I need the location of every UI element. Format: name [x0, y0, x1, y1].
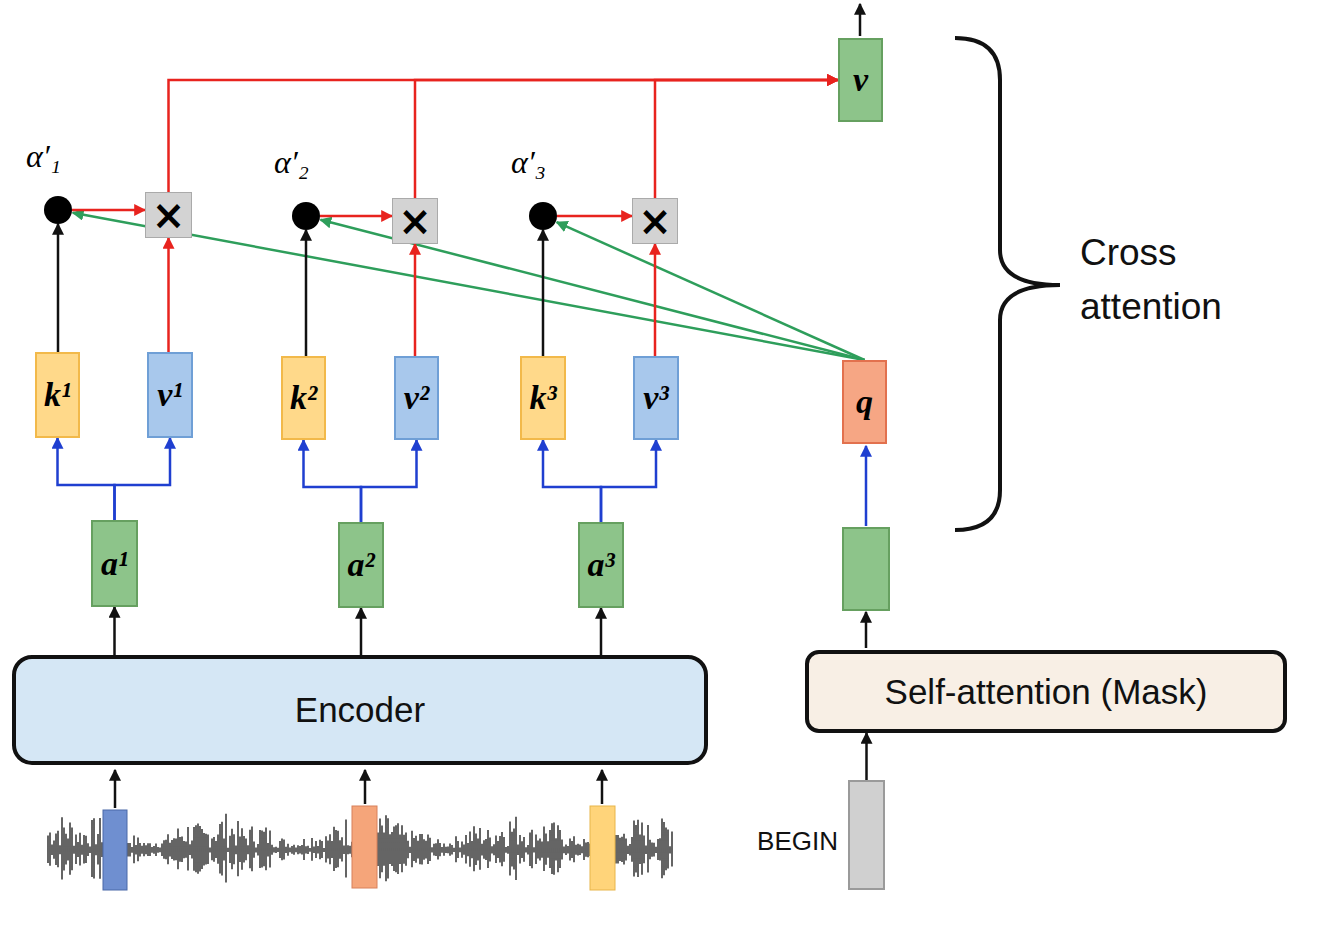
- node-label: v³: [643, 379, 668, 417]
- connector-arrow: [361, 440, 417, 522]
- connector-arrow: [58, 438, 115, 520]
- connector-arrow: [542, 230, 545, 356]
- query-vector: q: [842, 360, 887, 444]
- node-label: k²: [290, 379, 317, 417]
- key-vector: k²: [281, 356, 326, 440]
- node-label: v: [853, 61, 868, 99]
- multiply-symbol: ×: [152, 195, 186, 235]
- encoder-block: Encoder: [12, 655, 708, 765]
- connector-arrow: [557, 215, 632, 218]
- attention-weight-label: α′₁: [26, 138, 61, 175]
- decoder-vector: [843, 528, 889, 610]
- section-label: Cross attention: [1080, 226, 1300, 333]
- connector-arrow: [360, 608, 363, 655]
- node-label: Encoder: [295, 690, 425, 730]
- multiply-box: ×: [145, 192, 192, 238]
- connector-arrow: [600, 608, 603, 655]
- attention-score-dot: α′₃: [529, 202, 557, 230]
- connector-arrow: [169, 80, 839, 192]
- connector-arrow: [57, 224, 60, 352]
- audio-frame: [103, 810, 127, 890]
- input-arrow: [364, 770, 367, 804]
- connector-arrow: [115, 438, 171, 520]
- connector-arrow: [414, 244, 417, 356]
- connector-arrow: [415, 80, 838, 198]
- connector-arrow: [304, 440, 362, 522]
- node-label: a³: [587, 546, 614, 584]
- connector-arrow: [305, 230, 308, 356]
- connector-arrow: [557, 222, 865, 360]
- encoder-output-vector: a³: [578, 522, 624, 608]
- node-label: BEGIN: [757, 826, 838, 857]
- connector-arrow: [320, 215, 392, 218]
- encoder-output-vector: a¹: [91, 520, 138, 607]
- multiply-symbol: ×: [638, 201, 672, 241]
- node-label: v¹: [157, 376, 182, 414]
- node-label: k³: [529, 379, 556, 417]
- connector-arrow: [167, 238, 170, 352]
- node-label: a¹: [101, 545, 128, 583]
- key-vector: k³: [520, 356, 566, 440]
- query-arrow: [865, 446, 868, 526]
- attention-score-dot: α′₁: [44, 196, 72, 224]
- audio-frame: [590, 806, 615, 890]
- connector-arrow: [601, 440, 656, 522]
- encoder-output-vector: a²: [338, 522, 384, 608]
- attention-weight-label: α′₃: [511, 144, 546, 181]
- connector-arrow: [865, 733, 868, 780]
- multiply-symbol: ×: [398, 201, 432, 241]
- multiply-box: ×: [632, 198, 678, 244]
- begin-token: BEGIN: [848, 780, 885, 890]
- connector-arrow: [543, 440, 601, 522]
- node-label: Self-attention (Mask): [885, 672, 1208, 712]
- value-vector: v¹: [147, 352, 193, 438]
- node-label: k¹: [44, 376, 71, 414]
- masked-self-attention-block: Self-attention (Mask): [805, 650, 1287, 733]
- node-label: q: [856, 383, 873, 421]
- node-label: v²: [404, 379, 429, 417]
- connector-arrow: [72, 209, 145, 212]
- output-arrow: [859, 4, 862, 36]
- output-vector: v: [838, 38, 883, 122]
- connector-arrow: [113, 607, 116, 655]
- attention-weight-label: α′₂: [274, 144, 309, 181]
- multiply-box: ×: [392, 198, 438, 244]
- curly-bracket: [955, 38, 1060, 530]
- node-label: a²: [347, 546, 374, 584]
- attention-score-dot: α′₂: [292, 202, 320, 230]
- input-arrow: [114, 770, 117, 808]
- connector-arrow: [655, 80, 838, 198]
- connector-arrow: [654, 244, 657, 356]
- decoder-arrow: [865, 612, 868, 648]
- input-arrow: [601, 770, 604, 804]
- key-vector: k¹: [35, 352, 80, 438]
- audio-frame: [352, 806, 377, 888]
- value-vector: v³: [633, 356, 679, 440]
- value-vector: v²: [394, 356, 439, 440]
